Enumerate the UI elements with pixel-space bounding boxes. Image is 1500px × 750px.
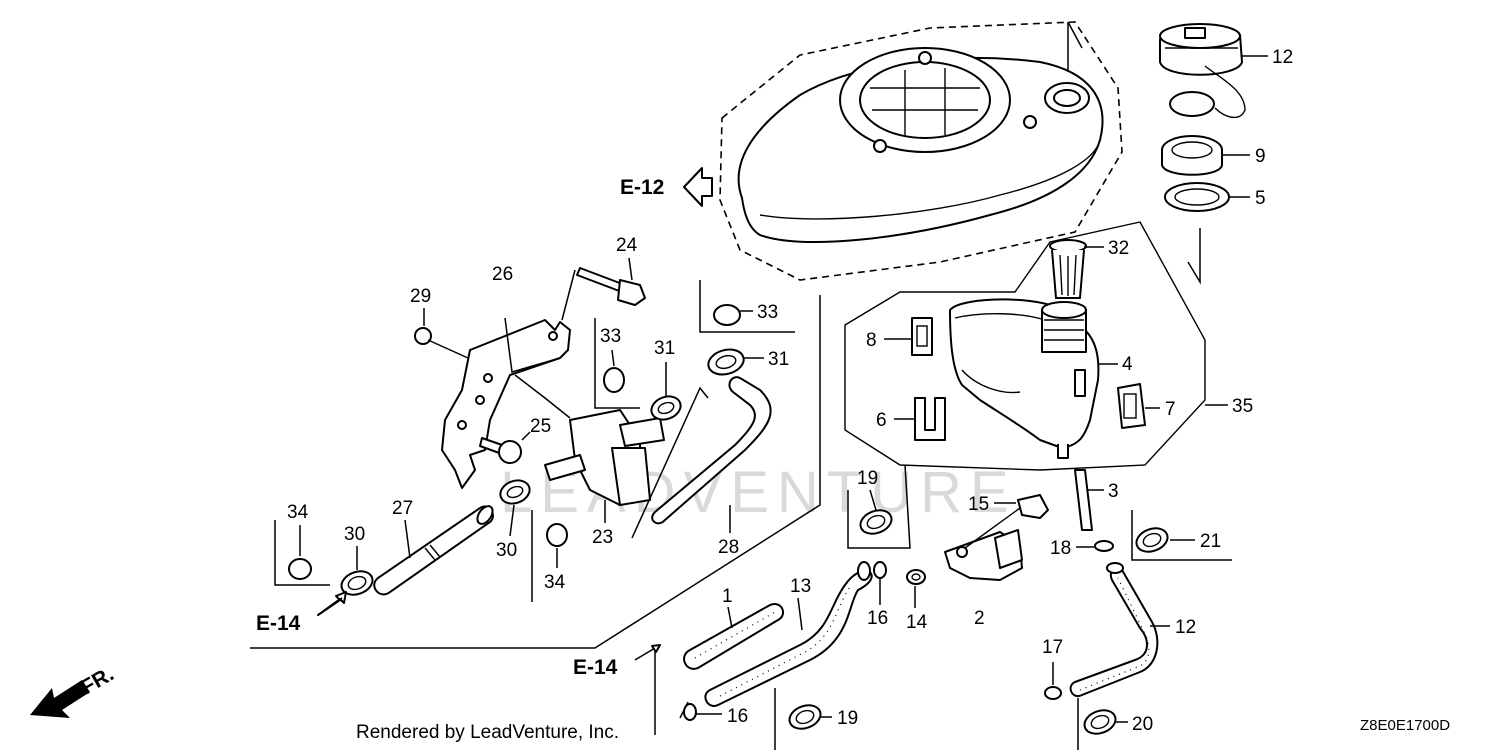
label-5: 5 bbox=[1255, 188, 1266, 209]
label-6: 6 bbox=[876, 410, 887, 431]
label-32: 32 bbox=[1108, 238, 1129, 259]
label-34: 34 bbox=[287, 502, 309, 523]
svg-text:E-12: E-12 bbox=[620, 176, 664, 199]
label-20: 20 bbox=[1132, 714, 1153, 735]
label-1: 1 bbox=[722, 586, 733, 607]
ref-e14-left[interactable]: E-14 bbox=[256, 591, 347, 635]
label-33: 33 bbox=[600, 326, 621, 347]
shroud-group bbox=[719, 21, 1123, 281]
label-31: 31 bbox=[654, 338, 675, 359]
label-28: 28 bbox=[718, 537, 739, 558]
label-35: 35 bbox=[1232, 396, 1253, 417]
label-15: 15 bbox=[968, 494, 989, 515]
label-24: 26 bbox=[492, 264, 513, 285]
front-arrow: FR. bbox=[30, 662, 118, 718]
label-8: 8 bbox=[866, 330, 877, 351]
label-3: 3 bbox=[1108, 481, 1119, 502]
label-18: 18 bbox=[1050, 538, 1071, 559]
label-16-lower: 16 bbox=[727, 706, 748, 727]
credit-text: Rendered by LeadVenture, Inc. bbox=[356, 722, 619, 743]
label-29: 29 bbox=[410, 286, 431, 307]
front-arrow-icon bbox=[30, 680, 90, 718]
label-7: 7 bbox=[1165, 399, 1176, 420]
label-25: 25 bbox=[530, 416, 551, 437]
label-13: 13 bbox=[790, 576, 811, 597]
svg-text:E-14: E-14 bbox=[573, 656, 618, 679]
label-27: 27 bbox=[392, 498, 413, 519]
label-14: 14 bbox=[906, 612, 928, 633]
svg-text:E-14: E-14 bbox=[256, 612, 301, 635]
label-30-mid: 30 bbox=[496, 540, 517, 561]
part-labels: 12 9 5 32 4 7 35 8 6 3 15 18 21 2 14 16 … bbox=[287, 47, 1293, 735]
label-10: 12 bbox=[1272, 47, 1293, 68]
hoses-group bbox=[250, 280, 1232, 750]
ref-e14-right[interactable]: E-14 bbox=[573, 644, 661, 679]
label-19-lower: 19 bbox=[837, 708, 858, 729]
label-12: 12 bbox=[1175, 617, 1196, 638]
label-4: 4 bbox=[1122, 354, 1133, 375]
label-9: 9 bbox=[1255, 146, 1266, 167]
label-17: 17 bbox=[1042, 637, 1063, 658]
bracket-group bbox=[414, 267, 665, 506]
label-23: 23 bbox=[592, 527, 613, 548]
fuel-cap-group bbox=[1159, 23, 1246, 285]
label-16: 16 bbox=[867, 608, 888, 629]
label-34-mid: 34 bbox=[544, 572, 566, 593]
label-19: 19 bbox=[857, 468, 878, 489]
label-33-right: 33 bbox=[757, 302, 778, 323]
label-26: 24 bbox=[616, 235, 638, 256]
label-2: 2 bbox=[974, 608, 985, 629]
label-31-right: 31 bbox=[768, 349, 789, 370]
fuel-tank-group bbox=[844, 221, 1206, 471]
label-21: 21 bbox=[1200, 531, 1221, 552]
ref-e12[interactable]: E-12 bbox=[620, 167, 713, 207]
diagram-code: Z8E0E1700D bbox=[1360, 717, 1450, 734]
label-30: 30 bbox=[344, 524, 365, 545]
